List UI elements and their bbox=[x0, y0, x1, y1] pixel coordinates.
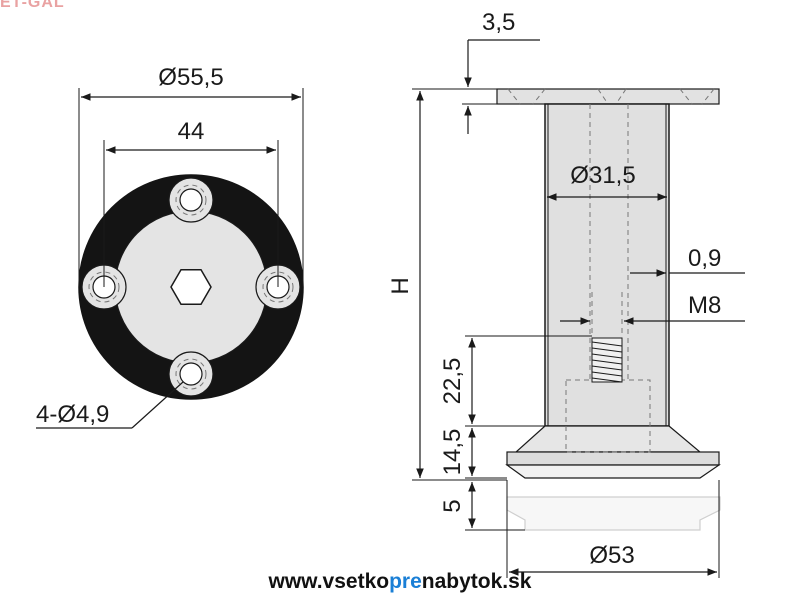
wall-thickness-label: 0,9 bbox=[688, 245, 721, 272]
dim-plate-thickness: 3,5 bbox=[462, 9, 540, 134]
base-height-label: 5 bbox=[439, 499, 466, 512]
dim-height: H bbox=[387, 88, 507, 481]
plate-thickness-label: 3,5 bbox=[482, 9, 515, 36]
website-accent: pre bbox=[389, 570, 422, 593]
website-suffix: nabytok.sk bbox=[421, 570, 532, 593]
height-label: H bbox=[387, 277, 414, 294]
base-skirt bbox=[505, 464, 721, 479]
outer-diameter-label: Ø55,5 bbox=[158, 64, 223, 91]
base-diameter-label: Ø53 bbox=[589, 542, 634, 569]
mounting-hole-top bbox=[168, 177, 214, 223]
dim-outer-diameter: Ø55,5 bbox=[78, 64, 304, 287]
dim-wall-thickness: 0,9 bbox=[630, 245, 745, 277]
side-view: 3,5 Ø31,5 0,9 M8 H bbox=[387, 9, 745, 578]
dim-holes-callout: 4-Ø4,9 bbox=[36, 381, 184, 429]
dim-thread: M8 bbox=[560, 292, 745, 325]
thread-label: M8 bbox=[688, 292, 721, 319]
holes-label: 4-Ø4,9 bbox=[36, 401, 109, 428]
foot-height-label: 14,5 bbox=[439, 429, 466, 476]
hole-spacing-label: 44 bbox=[178, 118, 205, 145]
website-prefix: www.vsetko bbox=[268, 570, 390, 593]
website-url: www.vsetkoprenabytok.sk bbox=[0, 570, 800, 594]
dim-base-height: 5 bbox=[439, 482, 525, 531]
base-ghost bbox=[506, 496, 721, 531]
thread-length-label: 22,5 bbox=[439, 358, 466, 405]
tube-diameter-label: Ø31,5 bbox=[570, 162, 635, 189]
dim-thread-length: 22,5 bbox=[439, 335, 592, 427]
foot-cone bbox=[514, 425, 702, 453]
dim-tube-diameter: Ø31,5 bbox=[547, 162, 667, 201]
top-view: Ø55,5 44 4-Ø4,9 bbox=[36, 64, 304, 429]
dim-foot-height: 14,5 bbox=[439, 428, 507, 479]
brand-watermark: ET-GAL bbox=[0, 0, 65, 11]
hex-socket bbox=[170, 268, 212, 306]
base-pad bbox=[506, 451, 720, 466]
dim-base-diameter: Ø53 bbox=[506, 480, 720, 578]
dim-hole-spacing: 44 bbox=[103, 118, 279, 287]
